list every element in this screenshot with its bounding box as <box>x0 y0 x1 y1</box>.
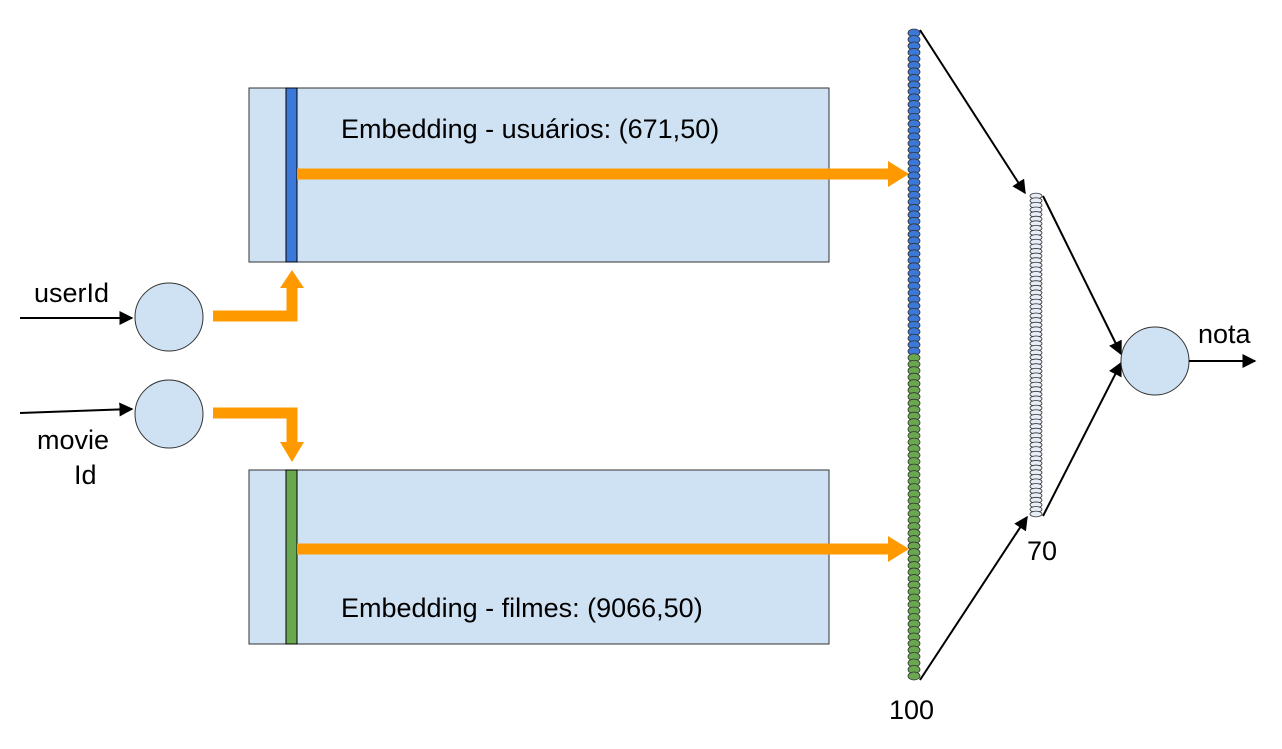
movie-input-label-line1: movie <box>37 425 109 455</box>
dense-layer-neuron <box>1029 510 1043 518</box>
output-node <box>1120 326 1190 396</box>
movie-input-arrow <box>19 402 134 417</box>
users-vector-arrowhead <box>888 161 909 187</box>
users-embedding-label: Embedding - usuários: (671,50) <box>341 114 719 144</box>
movies-embedding-row <box>285 469 298 645</box>
users-embedding-row <box>285 87 298 263</box>
concat-size-label: 100 <box>889 695 934 725</box>
dense-to-output-bottom-arrow <box>1042 361 1122 517</box>
concat-to-dense-bottom-arrow <box>919 515 1028 681</box>
concat-layer-neuron <box>907 671 921 681</box>
concat-layer <box>907 28 921 681</box>
concat-to-dense-top-arrow <box>919 29 1026 195</box>
user-lookup-arrow <box>213 286 298 322</box>
user-input-node <box>134 282 204 352</box>
dense-to-output-top-arrow <box>1042 195 1122 356</box>
dense-size-label: 70 <box>1027 536 1057 566</box>
movies-embedding-box <box>248 469 830 645</box>
movie-input-label-line2: Id <box>74 460 97 490</box>
movie-lookup-arrow <box>213 407 298 444</box>
movies-embedding-label: Embedding - filmes: (9066,50) <box>341 593 703 623</box>
dense-layer <box>1029 192 1043 518</box>
user-input-label: userId <box>34 278 109 308</box>
output-label: nota <box>1198 319 1252 349</box>
movies-vector-arrowhead <box>888 536 909 562</box>
user-lookup-arrowhead <box>280 270 304 288</box>
movie-lookup-arrowhead <box>280 442 304 462</box>
movie-input-node <box>134 379 204 449</box>
